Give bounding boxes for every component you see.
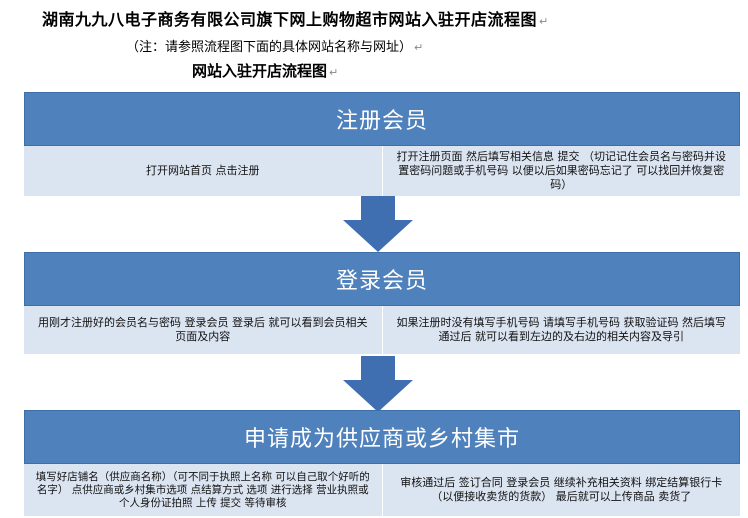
step-3-body: 填写好店铺名（供应商名称）（可不同于执照上名称 可以自己取个好听的名字） 点供应… [24, 464, 740, 516]
step-3-right-text: 审核通过后 签订合同 登录会员 继续补充相关资料 绑定结算银行卡（以便接收卖货的… [381, 464, 741, 516]
down-arrow-icon [343, 196, 413, 252]
step-3-header: 申请成为供应商或乡村集市 [24, 410, 740, 464]
paragraph-mark-icon: ↵ [329, 66, 339, 79]
document-note: （注：请参照流程图下面的具体网站名称与网址）↵ [126, 40, 424, 55]
document-title: 湖南九九八电子商务有限公司旗下网上购物超市网站入驻开店流程图↵ [42, 10, 549, 29]
paragraph-mark-icon: ↵ [539, 15, 549, 28]
step-1-header: 注册会员 [24, 92, 740, 146]
step-2-body: 用刚才注册好的会员名与密码 登录会员 登录后 就可以看到会员相关页面及内容 如果… [24, 306, 740, 354]
step-1-body: 打开网站首页 点击注册 打开注册页面 然后填写相关信息 提交 （切记记住会员名与… [24, 146, 740, 196]
step-2-right-text: 如果注册时没有填写手机号码 请填写手机号码 获取验证码 然后填写通过后 就可以看… [381, 306, 741, 354]
step-2-left-text: 用刚才注册好的会员名与密码 登录会员 登录后 就可以看到会员相关页面及内容 [38, 316, 368, 343]
step-1-left-text: 打开网站首页 点击注册 [146, 164, 260, 177]
step-1-right-text: 打开注册页面 然后填写相关信息 提交 （切记记住会员名与密码并设置密码问题或手机… [381, 146, 741, 196]
document-subtitle: 网站入驻开店流程图↵ [192, 62, 339, 80]
step-2-header: 登录会员 [24, 252, 740, 306]
paragraph-mark-icon: ↵ [414, 41, 424, 54]
step-3-left-text: 填写好店铺名（供应商名称）（可不同于执照上名称 可以自己取个好听的名字） 点供应… [35, 470, 370, 509]
down-arrow-icon [343, 356, 413, 412]
